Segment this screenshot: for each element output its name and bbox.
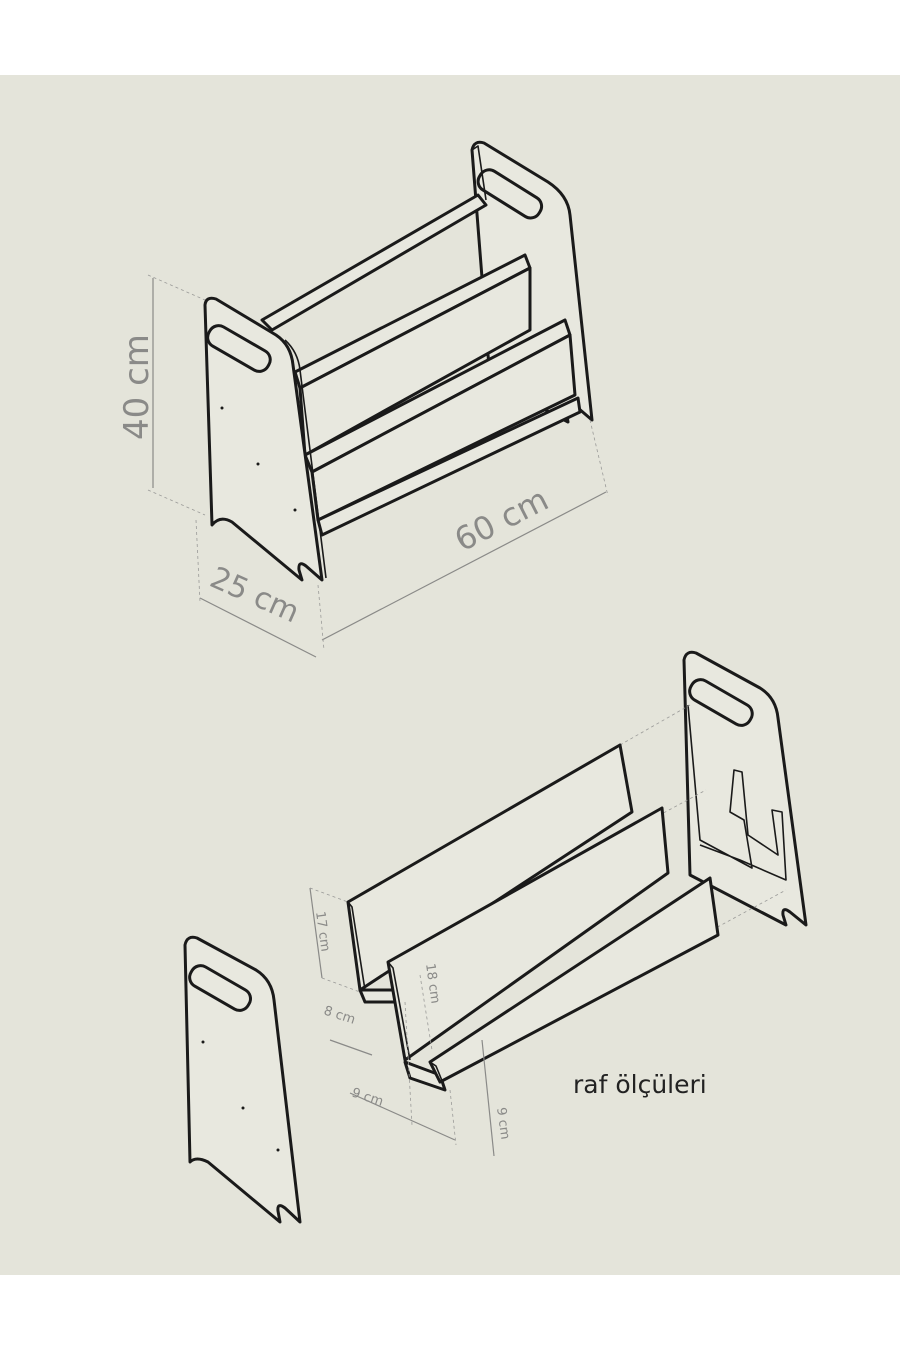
caption-shelf-dimensions: raf ölçüleri xyxy=(573,1070,707,1099)
middle-depth-label: 9 cm xyxy=(350,1086,385,1110)
middle-height-label: 18 cm xyxy=(422,962,442,1004)
exploded-bookshelf: 17 cm 18 cm 8 cm 9 cm 9 cm xyxy=(183,650,808,1224)
slotted-side-panel xyxy=(619,650,808,931)
shelves xyxy=(260,193,582,537)
back-depth-label: 8 cm xyxy=(322,1004,357,1028)
assembled-bookshelf: 40 cm 60 cm 25 cm xyxy=(117,140,609,658)
shelf-dimension-lines xyxy=(309,887,495,1157)
width-dimension-label: 60 cm xyxy=(448,480,554,559)
height-dimension-label: 40 cm xyxy=(117,334,157,440)
dimension-lines xyxy=(147,274,609,658)
loose-side-panel xyxy=(183,935,302,1224)
back-height-label: 17 cm xyxy=(312,910,332,952)
front-side-panel xyxy=(203,296,327,582)
front-height-label: 9 cm xyxy=(493,1106,512,1140)
shelf-assembly xyxy=(346,743,720,1092)
